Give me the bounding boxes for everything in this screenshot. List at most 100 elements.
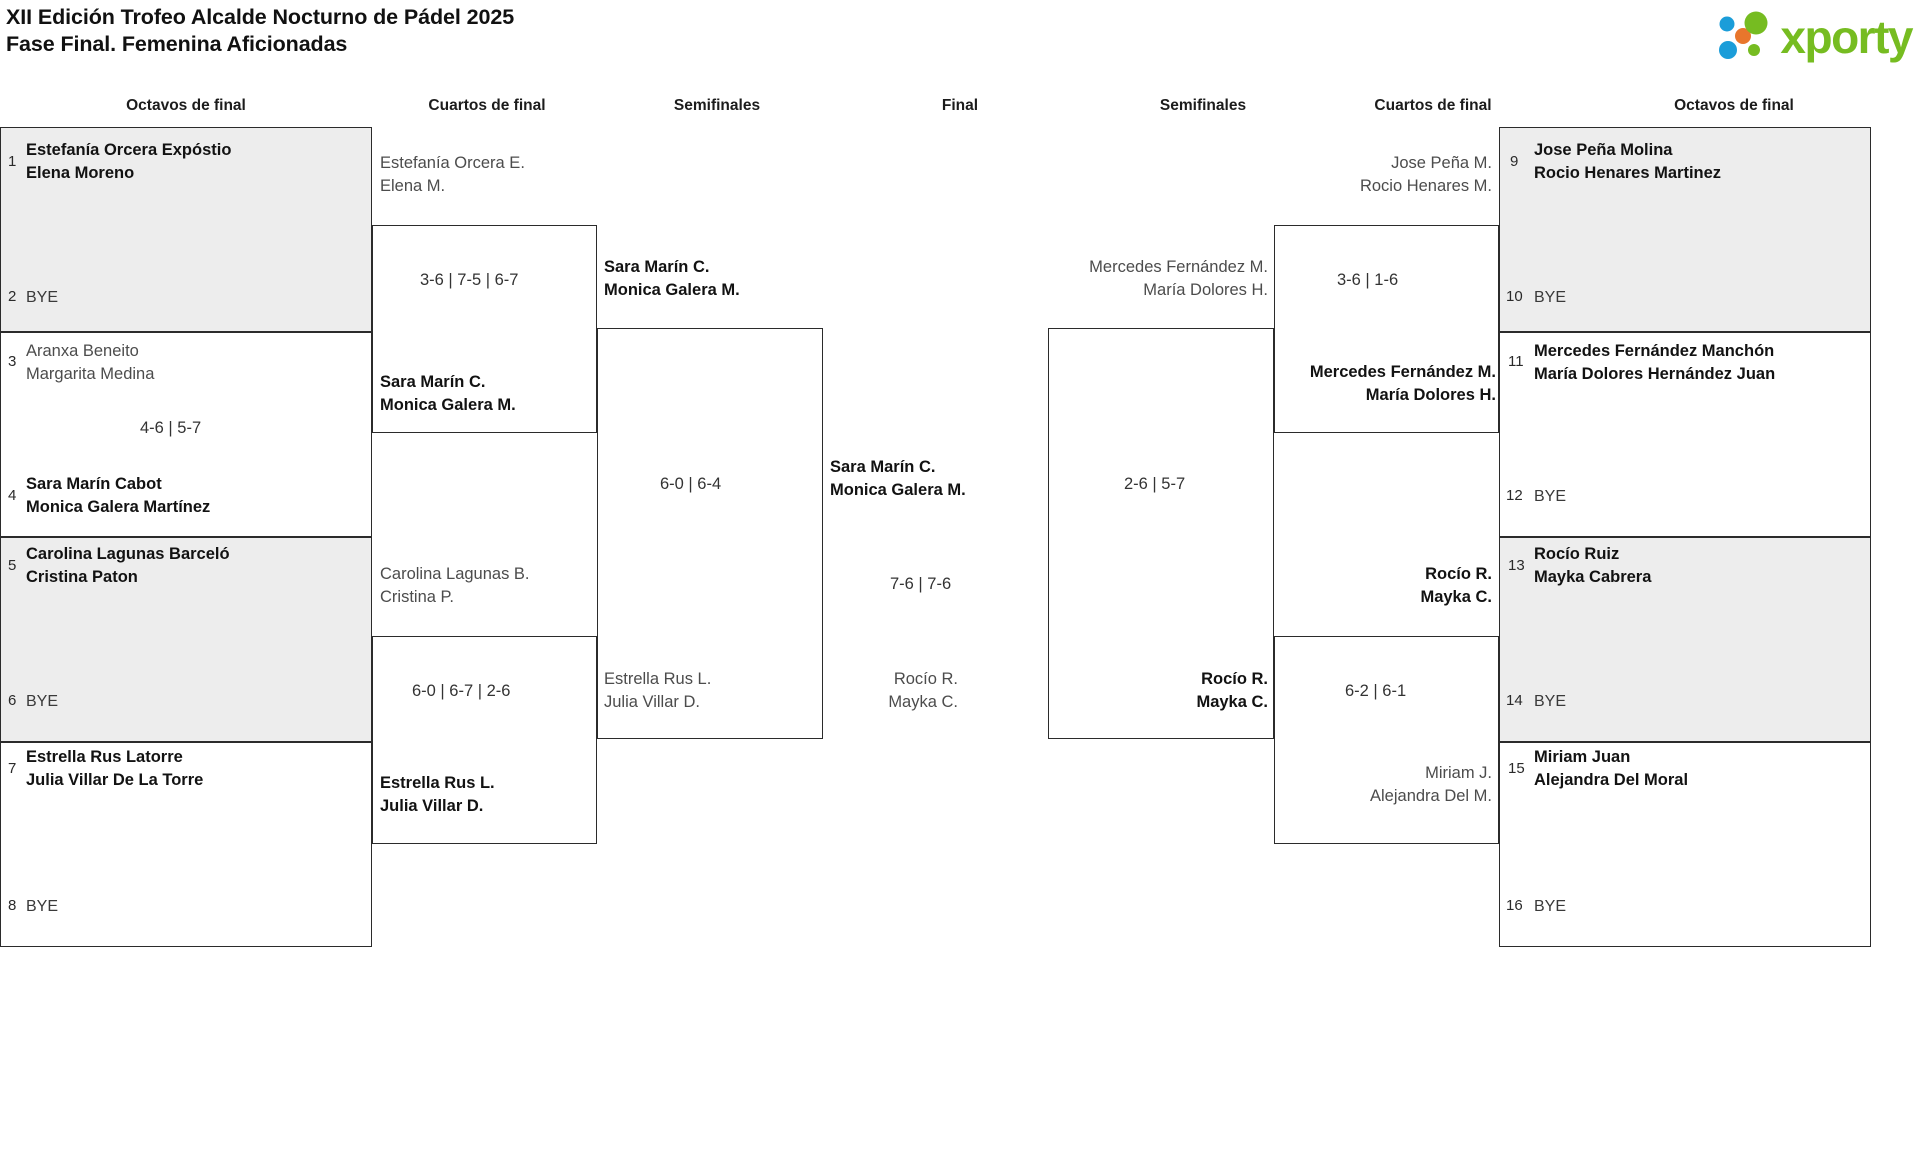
logo-wordmark: xporty <box>1780 11 1913 63</box>
r16-entry-11: Mercedes Fernández Manchón María Dolores… <box>1534 340 1775 385</box>
seed-number-13: 13 <box>1508 557 1525 574</box>
r16-entry-7: Estrella Rus Latorre Julia Villar De La … <box>26 746 203 791</box>
seed-number-4: 4 <box>8 487 17 504</box>
entry-line2: Cristina P. <box>380 587 454 606</box>
seed-number-2: 2 <box>8 288 17 305</box>
entry-line1: BYE <box>1534 693 1567 710</box>
stage-header-right-sf: Semifinales <box>1159 97 1247 114</box>
r16-match-right-1[interactable] <box>1499 127 1871 332</box>
stage-header-final: Final <box>941 97 979 114</box>
entry-line2: Monica Galera M. <box>604 280 740 299</box>
qf-match-left-1[interactable] <box>372 225 597 433</box>
entry-line1: Mercedes Fernández M. <box>1309 363 1496 381</box>
stage-header-left-sf: Semifinales <box>673 97 761 114</box>
r16-match-left-2[interactable] <box>0 332 372 537</box>
entry-line1: Carolina Lagunas Barceló <box>26 545 230 563</box>
entry-line2: Alejandra Del M. <box>1370 786 1492 805</box>
qf-match-right-2[interactable] <box>1274 636 1499 844</box>
r16-entry-13: Rocío Ruiz Mayka Cabrera <box>1534 543 1651 588</box>
r16-entry-3: Aranxa Beneito Margarita Medina <box>26 340 154 385</box>
seed-number-5: 5 <box>8 557 17 574</box>
final-score: 7-6 | 7-6 <box>890 575 952 593</box>
sf-right-top-entry: Mercedes Fernández M. María Dolores H. <box>1089 256 1268 301</box>
title-block: XII Edición Trofeo Alcalde Nocturno de P… <box>6 4 514 58</box>
entry-line1: Estefanía Orcera E. <box>380 154 525 172</box>
final-top-entry: Sara Marín C. Monica Galera M. <box>830 456 966 501</box>
qf-left-1-bottom-entry: Sara Marín C. Monica Galera M. <box>380 371 516 416</box>
sf-right-bottom-entry: Rocío R. Mayka C. <box>1196 668 1268 713</box>
entry-line1: BYE <box>1534 488 1567 505</box>
xporty-logo[interactable]: xporty <box>1716 6 1913 68</box>
sf-left-bottom-entry: Estrella Rus L. Julia Villar D. <box>604 668 711 713</box>
entry-line1: Aranxa Beneito <box>26 342 139 360</box>
entry-line1: Miriam Juan <box>1534 748 1631 766</box>
entry-line2: Rocio Henares M. <box>1359 176 1492 195</box>
entry-line1: Carolina Lagunas B. <box>380 565 530 583</box>
seed-number-15: 15 <box>1508 760 1525 777</box>
sf-match-left[interactable] <box>597 328 823 739</box>
entry-line1: BYE <box>26 898 59 915</box>
entry-line1: Mercedes Fernández Manchón <box>1534 342 1775 360</box>
qf-left-2-score: 6-0 | 6-7 | 2-6 <box>412 682 511 700</box>
seed-number-6: 6 <box>8 692 17 709</box>
stage-header-right-qf: Cuartos de final <box>1374 97 1492 114</box>
qf-left-2-top-entry: Carolina Lagunas B. Cristina P. <box>380 563 530 608</box>
entry-line1: Rocío R. <box>1201 670 1268 688</box>
entry-line1: Rocío R. <box>1425 565 1492 583</box>
entry-line2: Julia Villar D. <box>604 692 700 711</box>
entry-line2: María Dolores Hernández Juan <box>1534 364 1776 383</box>
page-header: XII Edición Trofeo Alcalde Nocturno de P… <box>0 0 1920 82</box>
stage-header-left-qf: Cuartos de final <box>428 97 546 114</box>
entry-line1: BYE <box>1534 898 1567 915</box>
seed-number-1: 1 <box>8 153 17 170</box>
entry-line1: Estrella Rus L. <box>604 670 712 688</box>
logo-dots-icon <box>1716 11 1774 63</box>
sf-right-score: 2-6 | 5-7 <box>1124 475 1186 493</box>
entry-line2: Mayka Cabrera <box>1534 567 1652 586</box>
tournament-title-line1: XII Edición Trofeo Alcalde Nocturno de P… <box>6 5 515 29</box>
stage-header-left-r16: Octavos de final <box>126 97 246 114</box>
seed-number-12: 12 <box>1506 487 1523 504</box>
r16-match-left-4[interactable] <box>0 742 372 947</box>
r16-match-left-1[interactable] <box>0 127 372 332</box>
entry-line2: Mayka C. <box>888 692 958 711</box>
entry-line1: Rocío Ruiz <box>1534 545 1620 563</box>
qf-left-1-top-entry: Estefanía Orcera E. Elena M. <box>380 152 525 197</box>
tournament-title-line2: Fase Final. Femenina Aficionadas <box>6 32 348 56</box>
r16-match-left-3[interactable] <box>0 537 372 742</box>
r16-entry-16: BYE <box>1534 896 1566 919</box>
entry-line1: Sara Marín C. <box>380 373 486 391</box>
seed-number-10: 10 <box>1506 288 1523 305</box>
seed-number-3: 3 <box>8 353 17 370</box>
entry-line1: Mercedes Fernández M. <box>1089 258 1268 276</box>
entry-line1: Miriam J. <box>1425 764 1492 782</box>
entry-line1: Sara Marín C. <box>604 258 710 276</box>
r16-match-right-3[interactable] <box>1499 537 1871 742</box>
entry-line2: Cristina Paton <box>26 567 138 586</box>
r16-match-right-2[interactable] <box>1499 332 1871 537</box>
entry-line1: Estrella Rus Latorre <box>26 748 183 766</box>
r16-entry-12: BYE <box>1534 486 1566 509</box>
r16-entry-8: BYE <box>26 896 58 919</box>
qf-match-right-1[interactable] <box>1274 225 1499 433</box>
entry-line2: María Dolores H. <box>1143 280 1268 299</box>
r16-entry-14: BYE <box>1534 691 1566 714</box>
entry-line2: Julia Villar De La Torre <box>26 770 204 789</box>
sf-left-top-entry: Sara Marín C. Monica Galera M. <box>604 256 740 301</box>
entry-line2: Rocio Henares Martinez <box>1534 163 1722 182</box>
seed-number-9: 9 <box>1510 153 1519 170</box>
r16-entry-4: Sara Marín Cabot Monica Galera Martínez <box>26 473 210 518</box>
sf-match-right[interactable] <box>1048 328 1274 739</box>
entry-line1: Jose Peña M. <box>1391 154 1492 172</box>
qf-right-1-score: 3-6 | 1-6 <box>1337 271 1399 289</box>
entry-line1: Sara Marín Cabot <box>26 475 162 493</box>
qf-match-left-2[interactable] <box>372 636 597 844</box>
entry-line1: Sara Marín C. <box>830 458 936 476</box>
r16-match-right-4[interactable] <box>1499 742 1871 947</box>
entry-line2: Elena M. <box>380 176 446 195</box>
entry-line2: Monica Galera M. <box>830 480 966 499</box>
r16-entry-2: BYE <box>26 287 58 310</box>
entry-line2: María Dolores H. <box>1365 385 1496 404</box>
entry-line2: Julia Villar D. <box>380 796 484 815</box>
